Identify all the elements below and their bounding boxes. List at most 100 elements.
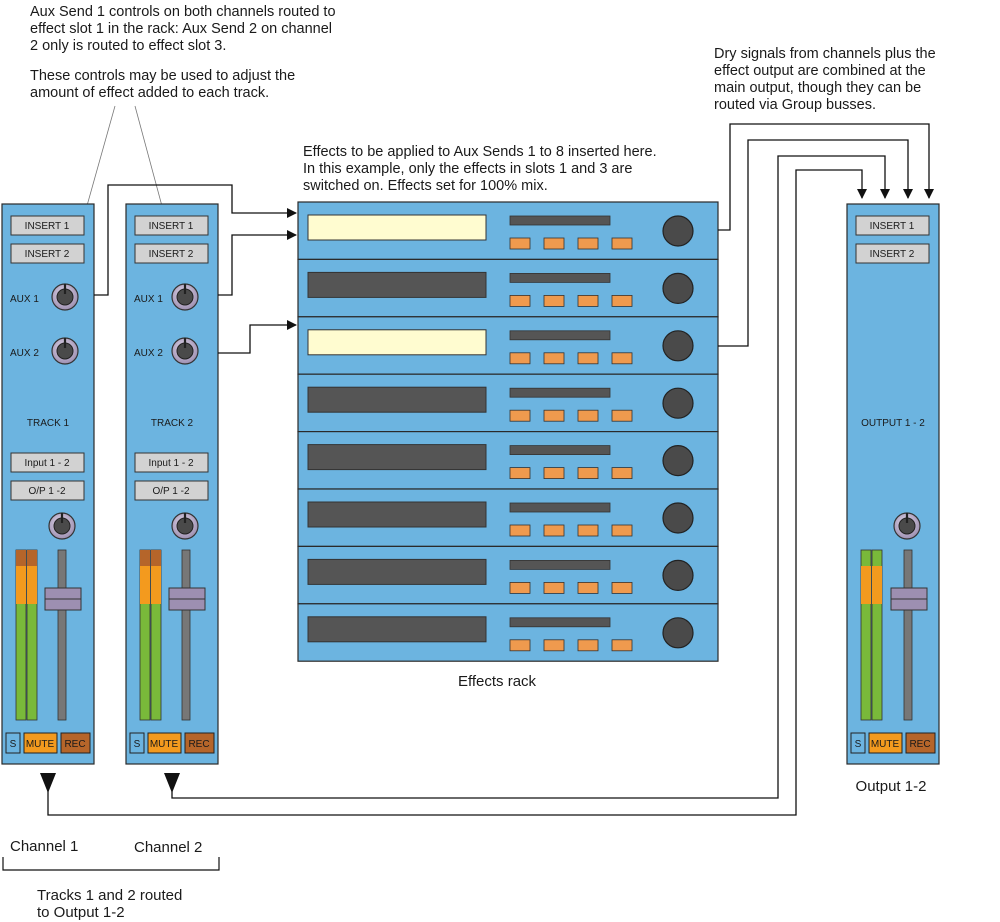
effect-button[interactable] [543, 409, 565, 422]
insert-1-slot[interactable] [134, 215, 209, 236]
effect-button[interactable] [509, 639, 531, 652]
solo-label: S [855, 739, 862, 750]
effect-button[interactable] [509, 294, 531, 307]
level-meter [15, 549, 38, 721]
rec-button[interactable] [60, 732, 91, 754]
insert-2-slot[interactable] [10, 243, 85, 264]
wire-ch2-direct [171, 155, 890, 799]
aux-1-knob[interactable] [50, 282, 80, 312]
effects-rack [297, 201, 719, 662]
effect-level-bar [509, 215, 611, 226]
channel-strip-2: INSERT 1 INSERT 2 AUX 1 AUX 2 TRACK 2 In… [125, 203, 219, 765]
effect-button[interactable] [543, 352, 565, 365]
effect-button[interactable] [577, 237, 599, 250]
rec-button[interactable] [184, 732, 215, 754]
effect-button[interactable] [577, 352, 599, 365]
aux-2-knob[interactable] [170, 336, 200, 366]
output-label: O/P 1 -2 [152, 486, 189, 497]
aux-note-line: These controls may be used to adjust the [30, 68, 295, 84]
dry-note-line: effect output are combined at the [714, 63, 926, 79]
effect-button[interactable] [543, 639, 565, 652]
effect-level-bar [509, 502, 611, 513]
dry-note-line: routed via Group busses. [714, 97, 876, 113]
effect-button[interactable] [509, 524, 531, 537]
mute-button[interactable] [23, 732, 58, 754]
effect-button[interactable] [543, 524, 565, 537]
aux-2-label: AUX 2 [10, 348, 39, 359]
solo-button[interactable] [129, 732, 145, 754]
pan-knob[interactable] [47, 511, 77, 541]
effect-button[interactable] [543, 294, 565, 307]
effect-button[interactable] [611, 467, 633, 480]
dry-note-line: main output, though they can be [714, 80, 921, 96]
aux-2-knob[interactable] [50, 336, 80, 366]
aux-1-label: AUX 1 [10, 294, 39, 305]
effect-knob[interactable] [662, 559, 694, 592]
track-label: TRACK 1 [27, 418, 70, 429]
effect-button[interactable] [509, 582, 531, 594]
pan-knob[interactable] [170, 511, 200, 541]
wire-ch1-direct [47, 169, 867, 816]
insert-1-label: INSERT 1 [870, 221, 915, 232]
effect-level-bar [509, 445, 611, 456]
effect-knob[interactable] [662, 502, 694, 534]
insert-2-slot[interactable] [855, 243, 930, 264]
aux-1-label: AUX 1 [134, 294, 163, 305]
effect-knob[interactable] [662, 445, 694, 477]
effect-knob[interactable] [662, 215, 694, 247]
dry-note-line: Dry signals from channels plus the [714, 46, 936, 62]
effect-button[interactable] [509, 467, 531, 480]
effect-button[interactable] [543, 582, 565, 594]
rec-button[interactable] [905, 732, 936, 754]
effect-button[interactable] [611, 352, 633, 365]
output-strip: INSERT 1 INSERT 2 OUTPUT 1 - 2 S MUTE RE… [846, 203, 940, 765]
output-selector[interactable] [134, 480, 209, 501]
effect-button[interactable] [577, 294, 599, 307]
insert-2-slot[interactable] [134, 243, 209, 264]
effect-knob[interactable] [662, 330, 694, 362]
insert-1-slot[interactable] [10, 215, 85, 236]
effect-button[interactable] [543, 467, 565, 480]
effect-button[interactable] [577, 467, 599, 480]
channel-2-caption: Channel 2 [134, 839, 202, 856]
effect-button[interactable] [611, 582, 633, 594]
fx-note-line: switched on. Effects set for 100% mix. [303, 178, 548, 194]
insert-1-slot[interactable] [855, 215, 930, 236]
effect-button[interactable] [611, 639, 633, 652]
solo-button[interactable] [850, 732, 866, 754]
level-meter [139, 549, 162, 721]
effect-knob[interactable] [662, 617, 694, 649]
effect-button[interactable] [611, 294, 633, 307]
effect-button[interactable] [577, 639, 599, 652]
effect-slot-6 [297, 488, 719, 548]
wire-ch2-aux1 [218, 230, 297, 296]
effect-knob[interactable] [662, 272, 694, 304]
output-selector[interactable] [10, 480, 85, 501]
effect-button[interactable] [611, 524, 633, 537]
effect-button[interactable] [611, 237, 633, 250]
fader-track [181, 549, 191, 721]
effect-display [307, 444, 487, 471]
wire-ch1-aux1 [94, 184, 297, 296]
mute-button[interactable] [868, 732, 903, 754]
effect-button[interactable] [509, 237, 531, 250]
channel-1-output-arrow [40, 773, 56, 793]
effect-display [307, 616, 487, 643]
pan-knob[interactable] [892, 511, 922, 541]
effect-knob[interactable] [662, 387, 694, 419]
effect-button[interactable] [611, 409, 633, 422]
aux-note-line: 2 only is routed to effect slot 3. [30, 38, 226, 54]
solo-button[interactable] [5, 732, 21, 754]
effect-button[interactable] [577, 524, 599, 537]
mute-button[interactable] [147, 732, 182, 754]
input-selector[interactable] [10, 452, 85, 473]
effect-button[interactable] [577, 582, 599, 594]
effect-button[interactable] [509, 409, 531, 422]
input-selector[interactable] [134, 452, 209, 473]
aux-1-knob[interactable] [170, 282, 200, 312]
aux-2-label: AUX 2 [134, 348, 163, 359]
effect-button[interactable] [509, 352, 531, 365]
effect-button[interactable] [543, 237, 565, 250]
effect-button[interactable] [577, 409, 599, 422]
aux-note: Aux Send 1 controls on both channels rou… [30, 4, 336, 101]
